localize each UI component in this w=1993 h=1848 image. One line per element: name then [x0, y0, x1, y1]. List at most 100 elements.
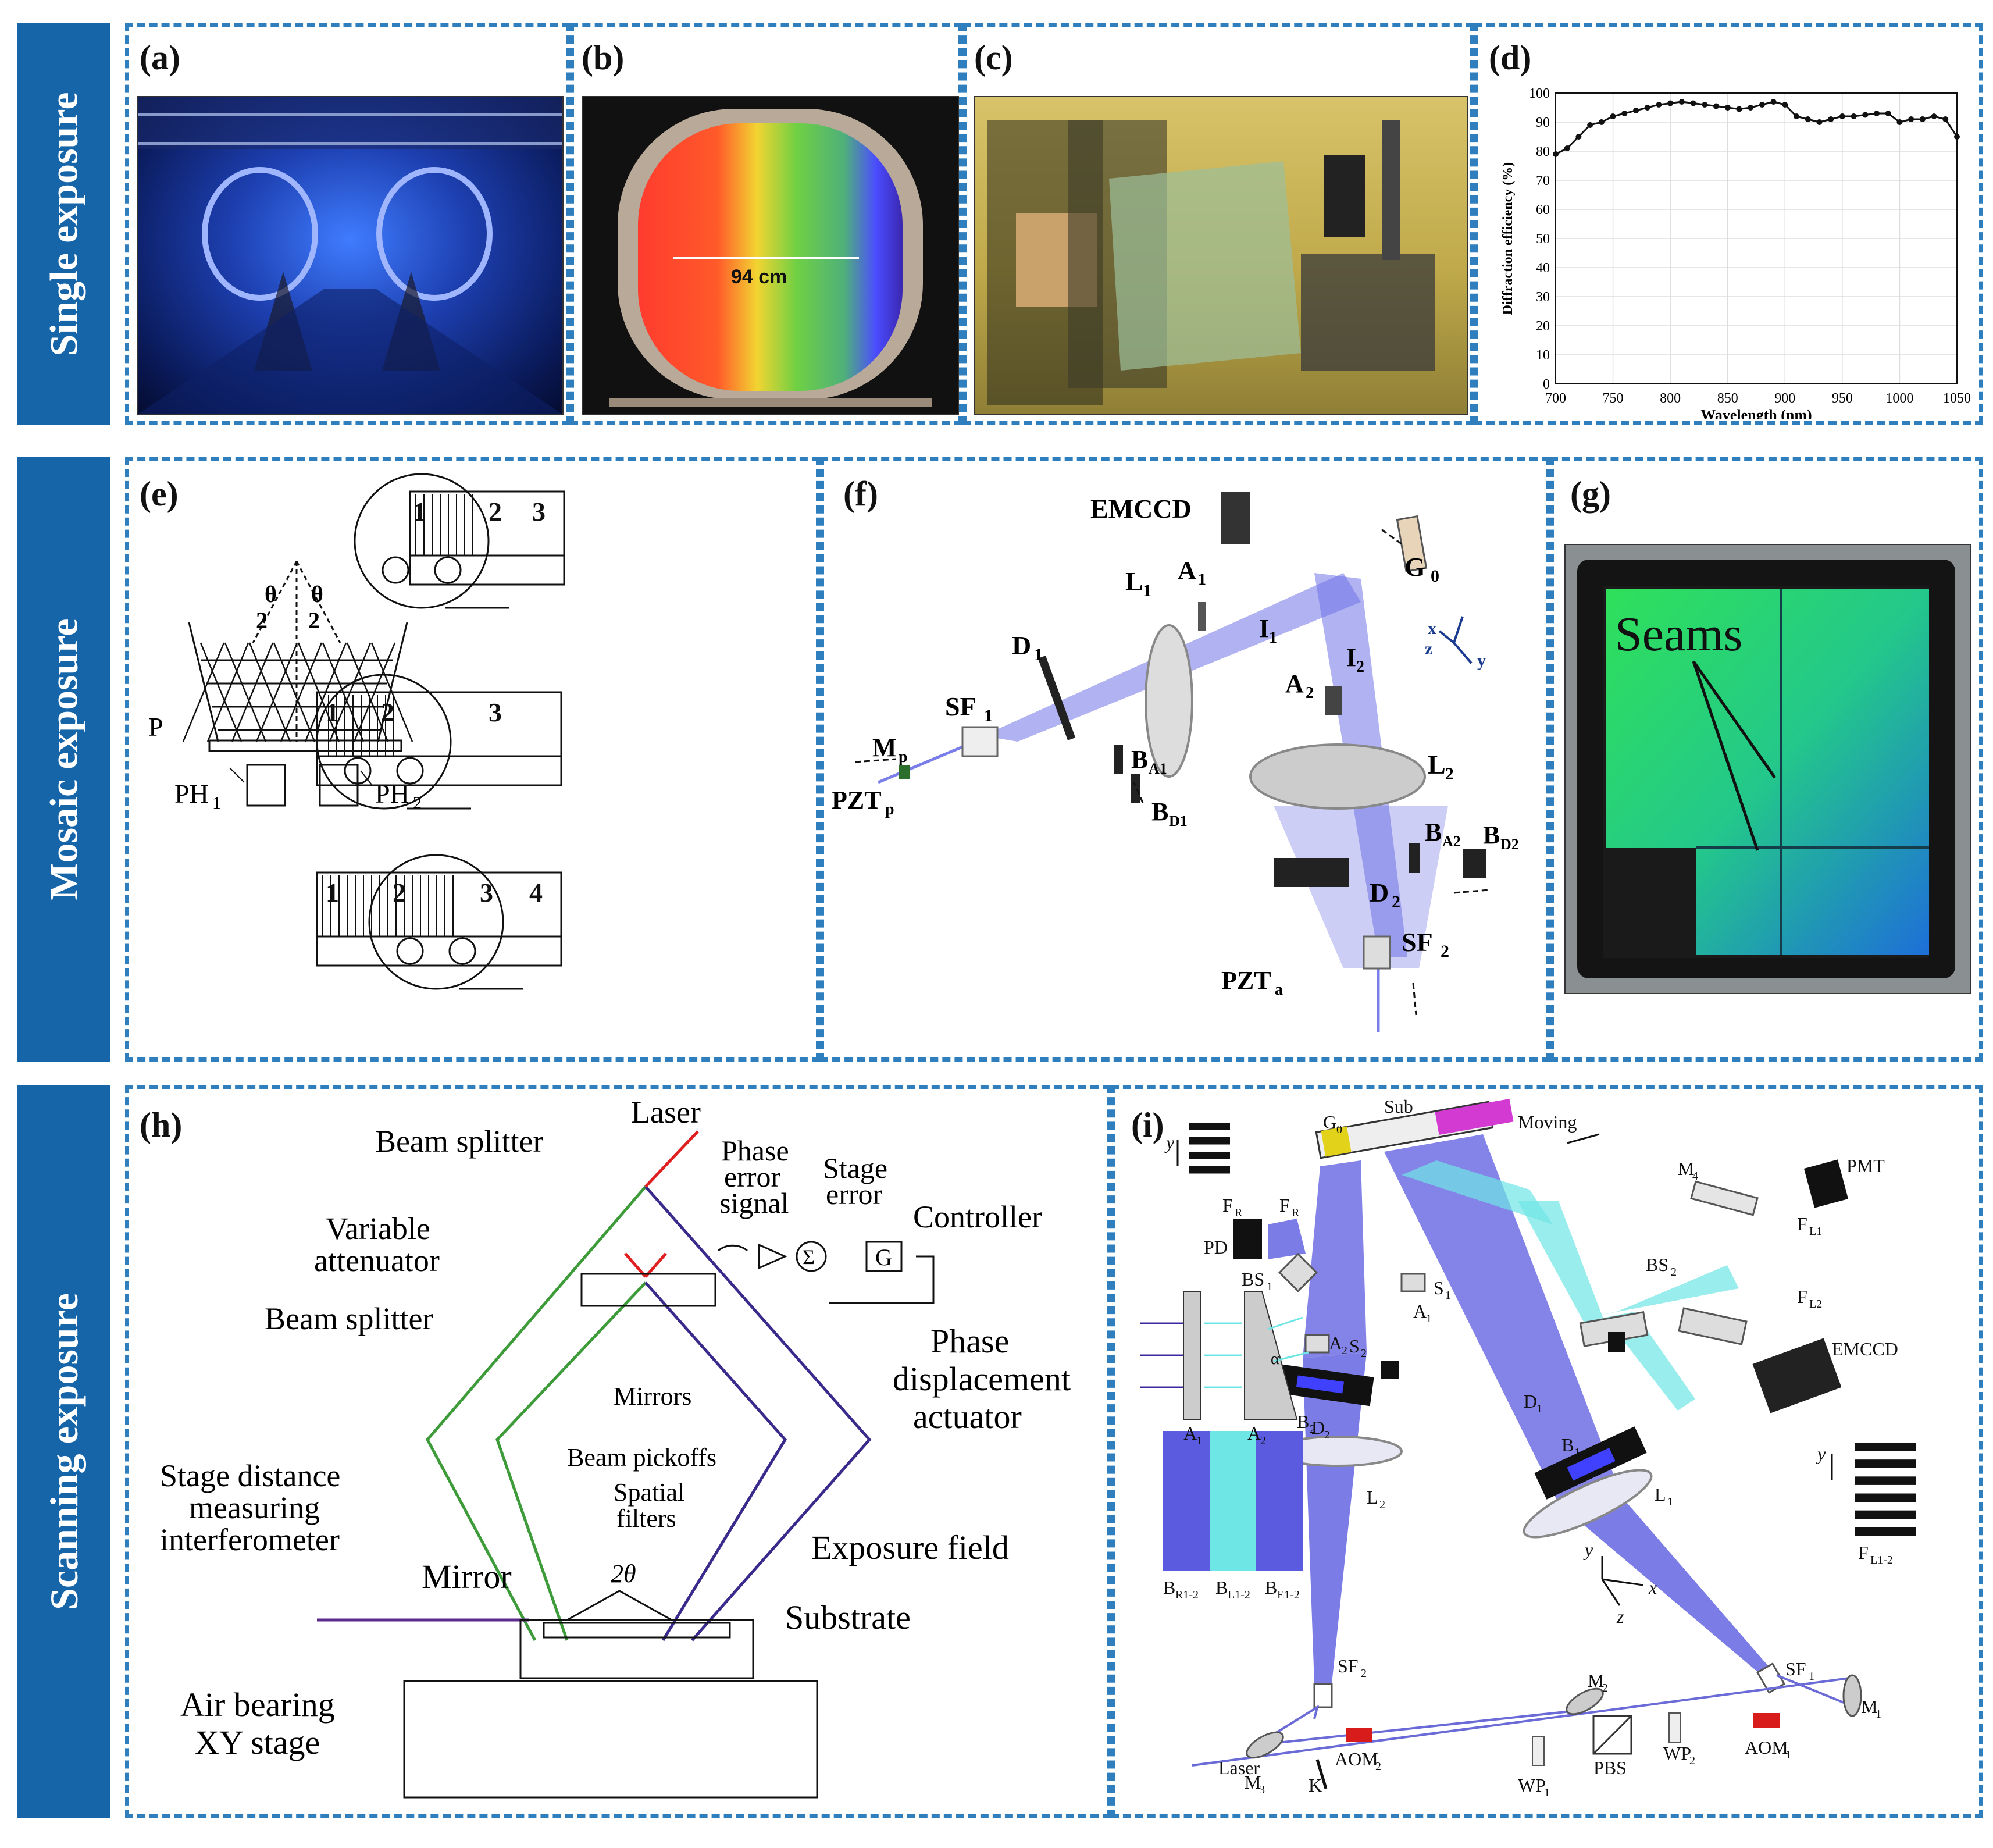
data-point [1736, 106, 1742, 112]
svg-text:B: B [1163, 1577, 1175, 1598]
y-tick-label: 10 [1536, 348, 1550, 363]
x-axis-label: Wavelength (nm) [1700, 407, 1812, 419]
svg-text:F: F [1797, 1213, 1807, 1234]
svg-text:L2: L2 [1809, 1298, 1822, 1311]
svg-text:M: M [1678, 1158, 1694, 1179]
panel-label-a: (a) [140, 38, 180, 77]
x-tick-label: 800 [1660, 391, 1681, 406]
svg-text:0: 0 [1336, 1123, 1342, 1136]
svg-text:A1: A1 [1149, 760, 1167, 777]
svg-text:2: 2 [1441, 942, 1449, 961]
svg-text:PZT: PZT [832, 786, 882, 814]
svg-text:z: z [1616, 1606, 1624, 1627]
emccd-camera [1221, 492, 1250, 544]
data-point [1759, 102, 1765, 108]
y-tick-label: 50 [1536, 232, 1550, 247]
svg-text:y: y [1164, 1132, 1175, 1153]
data-point [1713, 103, 1719, 109]
svg-text:1: 1 [1785, 1749, 1791, 1761]
svg-text:1: 1 [1426, 1312, 1432, 1325]
svg-text:A: A [1413, 1301, 1427, 1322]
svg-text:2: 2 [1379, 1498, 1385, 1511]
mosaic-region-number: 3 [489, 697, 502, 727]
svg-text:1: 1 [212, 793, 221, 813]
svg-text:L: L [1655, 1484, 1666, 1505]
svg-text:I: I [1259, 614, 1269, 643]
data-point [1919, 116, 1926, 122]
data-point [1633, 108, 1639, 113]
data-point [1942, 116, 1949, 122]
mosaic-region-number: 1 [326, 878, 339, 907]
svg-text:L: L [1367, 1487, 1378, 1508]
svg-text:2: 2 [308, 607, 320, 633]
svg-text:EMCCD: EMCCD [1090, 494, 1192, 524]
panel-b [570, 23, 962, 425]
svg-text:2: 2 [1342, 1344, 1347, 1357]
svg-text:SF: SF [1402, 927, 1433, 957]
svg-text:1: 1 [1544, 1786, 1550, 1799]
svg-text:x: x [1648, 1577, 1657, 1598]
svg-text:1: 1 [1574, 1446, 1580, 1459]
panel-e [125, 457, 820, 1062]
svg-text:R: R [1292, 1206, 1300, 1219]
y-tick-label: 80 [1536, 144, 1550, 159]
data-point [1931, 113, 1937, 119]
svg-text:2: 2 [1361, 1667, 1367, 1680]
data-point [1644, 105, 1650, 111]
svg-text:y: y [1583, 1539, 1593, 1560]
svg-text:F: F [1222, 1195, 1233, 1216]
svg-text:Phase: Phase [930, 1322, 1009, 1360]
mosaic-region-number: 2 [489, 497, 502, 526]
data-point [1885, 111, 1891, 116]
svg-text:2: 2 [1361, 1347, 1367, 1360]
data-point [1610, 113, 1616, 119]
svg-text:PH: PH [174, 779, 209, 809]
svg-text:A: A [1183, 1423, 1197, 1444]
x-tick-label: 750 [1603, 391, 1624, 406]
row-label-mosaic: Mosaic exposure [17, 457, 110, 1062]
data-point [1862, 112, 1869, 118]
seams-label: Seams [1615, 607, 1743, 661]
y-tick-label: 60 [1536, 202, 1550, 218]
data-point [1598, 119, 1605, 125]
x-tick-label: 950 [1832, 391, 1853, 406]
svg-text:signal: signal [719, 1187, 789, 1219]
plot-frame [1555, 92, 1958, 384]
svg-text:2: 2 [1689, 1754, 1695, 1767]
data-point [1908, 116, 1914, 122]
data-point [1678, 99, 1685, 105]
svg-text:A2: A2 [1442, 833, 1461, 850]
svg-text:M: M [1245, 1772, 1261, 1793]
svg-text:2: 2 [1306, 684, 1314, 702]
svg-text:1: 1 [1536, 1402, 1542, 1415]
data-point [1794, 113, 1799, 119]
svg-text:1: 1 [1034, 645, 1043, 664]
svg-text:SF: SF [1338, 1655, 1359, 1676]
svg-text:D: D [1311, 1417, 1325, 1438]
panel-label-h: (h) [140, 1106, 183, 1144]
svg-text:2: 2 [1260, 1434, 1266, 1447]
photo-mosaic-grating: Seams [1564, 544, 1971, 994]
x-tick-label: 1050 [1943, 391, 1971, 406]
data-point [1782, 102, 1788, 108]
svg-text:S: S [1434, 1277, 1444, 1298]
svg-text:Beam pickoffs: Beam pickoffs [567, 1443, 716, 1472]
svg-text:M: M [872, 733, 897, 762]
svg-text:M: M [1861, 1696, 1877, 1717]
svg-text:I: I [1346, 643, 1356, 672]
svg-text:PD: PD [1204, 1237, 1228, 1258]
svg-text:z: z [1425, 639, 1432, 658]
svg-text:x: x [1428, 619, 1436, 638]
svg-text:1: 1 [1143, 581, 1151, 600]
svg-text:Σ: Σ [803, 1245, 815, 1269]
svg-text:K: K [1309, 1775, 1322, 1796]
svg-text:BS: BS [1646, 1254, 1668, 1275]
mosaic-region-number: 2 [393, 878, 406, 907]
mosaic-region-number: 3 [480, 878, 493, 907]
svg-text:D1: D1 [1169, 813, 1188, 829]
svg-text:1: 1 [1196, 1434, 1202, 1447]
panel-label-b: (b) [582, 38, 625, 77]
svg-text:L1-2: L1-2 [1870, 1554, 1893, 1566]
